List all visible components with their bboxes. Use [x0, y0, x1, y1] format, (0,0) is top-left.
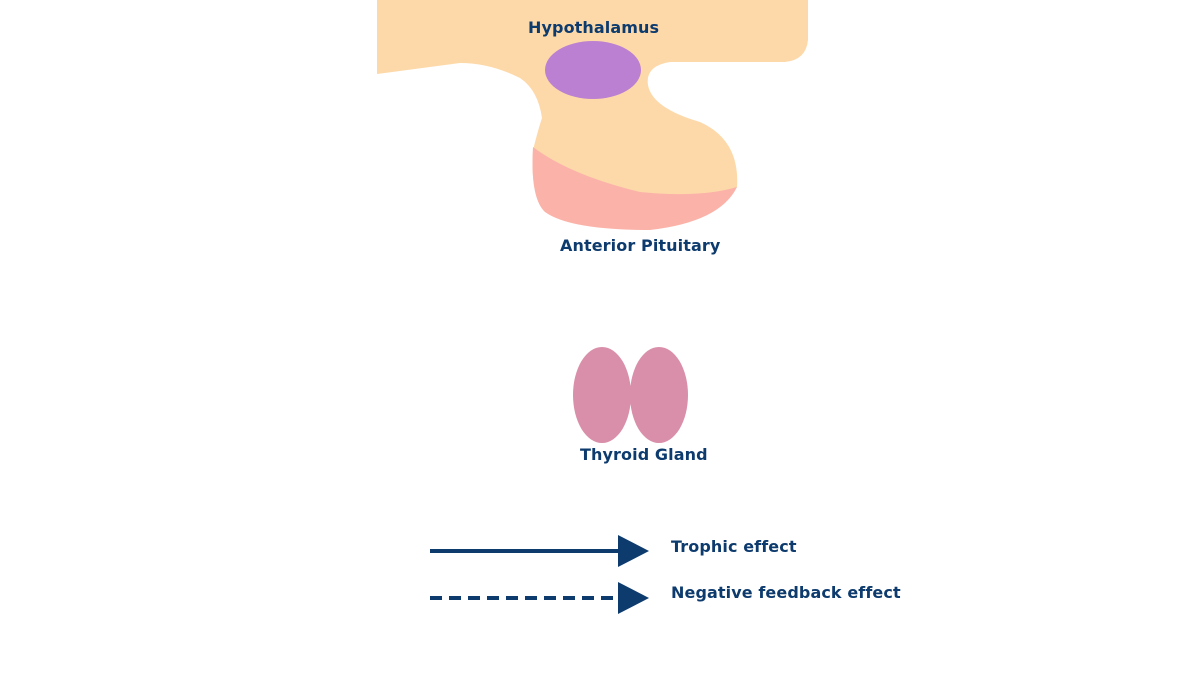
anterior-pituitary-label: Anterior Pituitary [560, 236, 721, 255]
anterior-pituitary-shape [532, 147, 737, 230]
negative-feedback-arrow [430, 582, 649, 614]
trophic-arrow [430, 535, 649, 567]
legend-trophic-label: Trophic effect [671, 537, 797, 556]
thyroid-gland-label: Thyroid Gland [580, 445, 708, 464]
thyroid-left-lobe [573, 347, 631, 443]
brain-shape [377, 0, 808, 228]
hypothalamus-shape [545, 41, 641, 99]
hypothalamus-label: Hypothalamus [528, 18, 660, 37]
thyroid-right-lobe [630, 347, 688, 443]
legend-negative-feedback-label: Negative feedback effect [671, 583, 901, 602]
